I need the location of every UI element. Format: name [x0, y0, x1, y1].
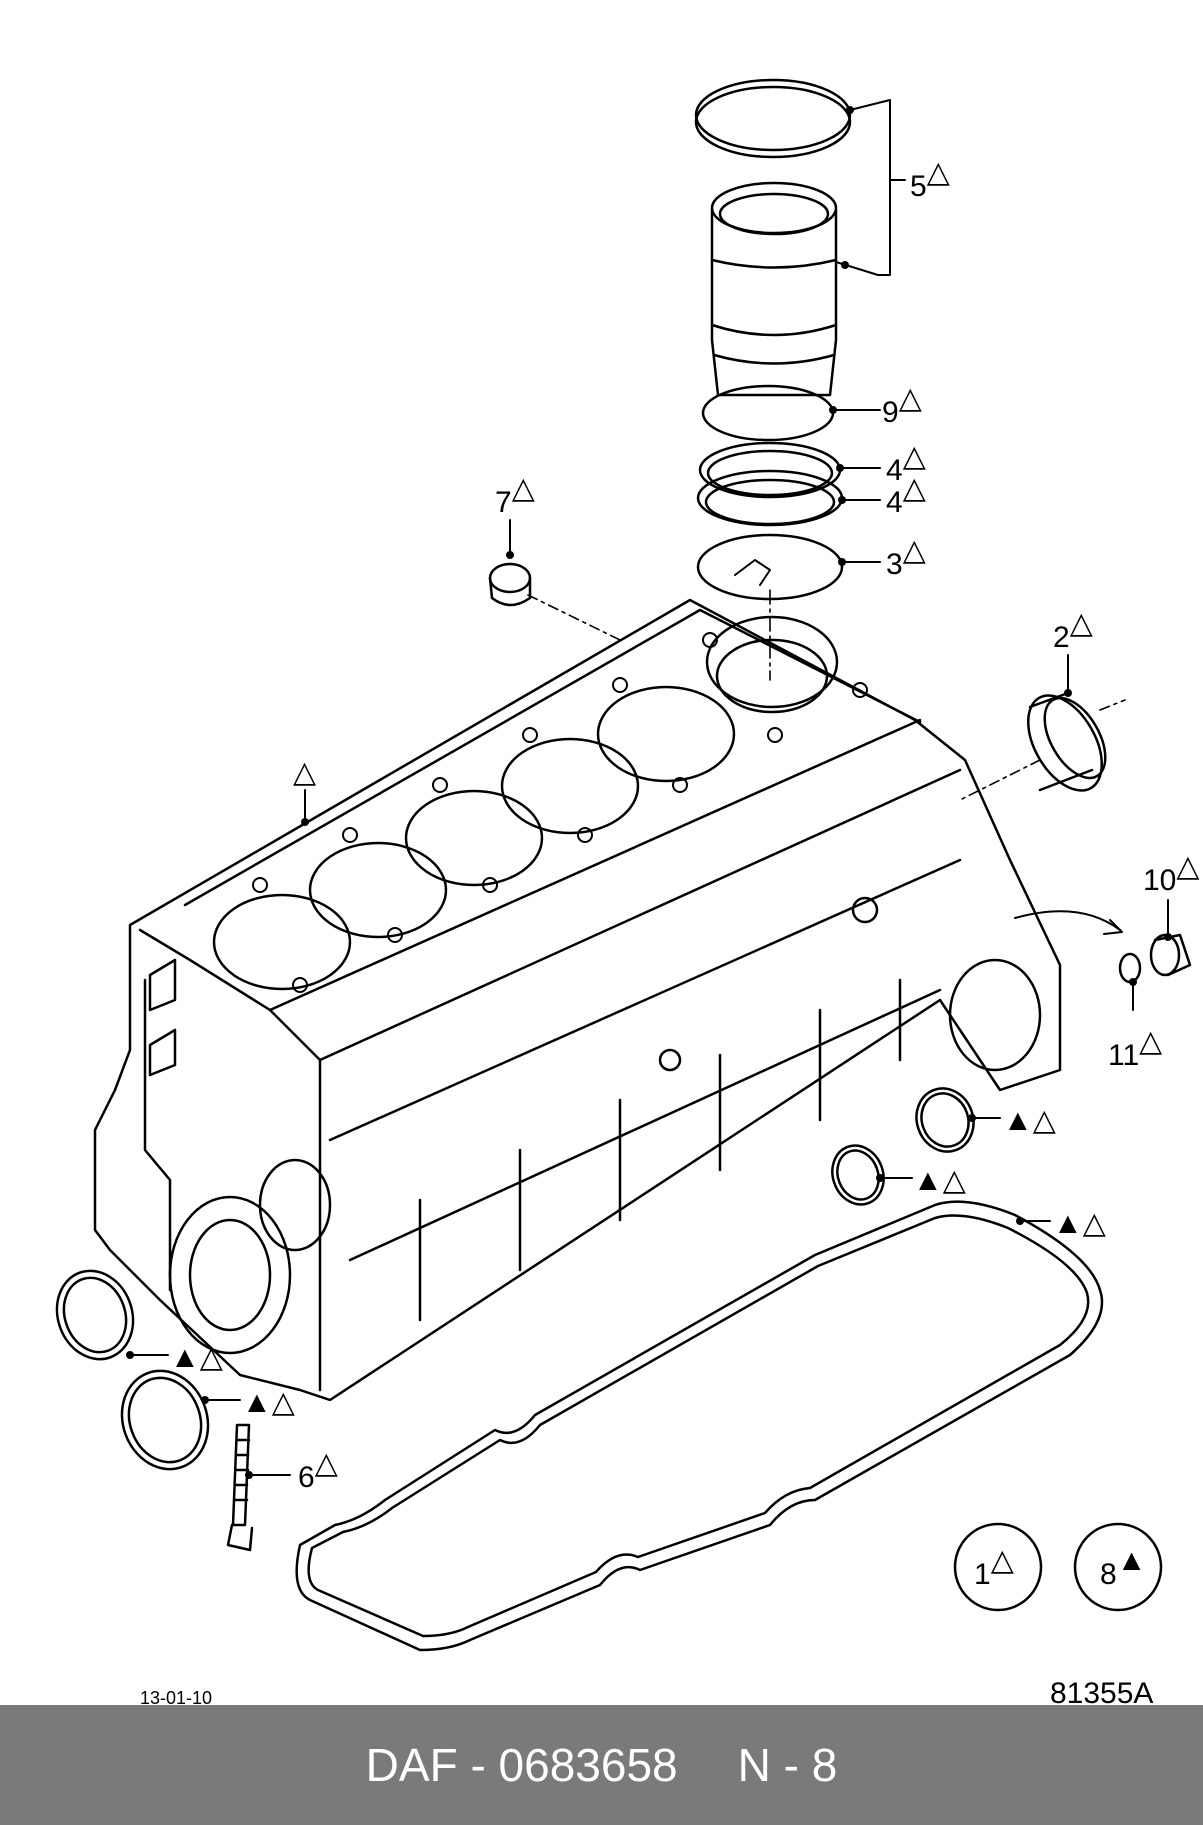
callout-6: 6△: [298, 1447, 338, 1494]
callout-4b: 4△: [886, 472, 926, 519]
core-plug: [488, 562, 621, 641]
footer-part-number: DAF - 0683658: [365, 1739, 678, 1791]
front-seal-ring-a: [55, 1269, 135, 1361]
callout-front-seal-b: ▲△: [242, 1386, 295, 1419]
engine-block-exploded-diagram: 5△ 9△ 4△ 4△ 3△ 7△ 2△ 10△ 11△ 6△ △ ▲△ ▲△ …: [55, 78, 1199, 1705]
footer-page-ref: N - 8: [737, 1739, 838, 1791]
callout-rear-o-ring-b: ▲△: [913, 1164, 966, 1197]
callout-rear-o-ring-a: ▲△: [1003, 1104, 1056, 1137]
rear-o-ring-a: [915, 1087, 975, 1153]
callout-sump-gasket: ▲△: [1053, 1207, 1106, 1240]
callout-5: 5△: [910, 156, 950, 203]
drawing-code: 81355A: [1050, 1677, 1153, 1705]
date-code: 13-01-10: [140, 1688, 212, 1705]
front-seal-ring-b: [120, 1369, 210, 1471]
callout-10: 10△: [1143, 850, 1199, 897]
callout-9: 9△: [882, 382, 922, 429]
callout-7: 7△: [495, 472, 535, 519]
oil-sump-gasket: [295, 1200, 1104, 1652]
sealing-washer: [1118, 952, 1142, 984]
callout-4a: 4△: [886, 440, 926, 487]
cylinder-liner: [694, 78, 852, 397]
footer-bar: DAF - 0683658 N - 8: [0, 1705, 1203, 1825]
callout-front-seal-a: ▲△: [170, 1341, 223, 1374]
callout-2: 2△: [1053, 607, 1093, 654]
callout-block: △: [293, 756, 316, 789]
drain-plug: [1149, 933, 1192, 977]
engine-block: [93, 598, 1062, 1402]
callout-11: 11△: [1108, 1025, 1162, 1072]
legend-1: 1△: [974, 1544, 1014, 1591]
legend-circle-8: [1073, 1522, 1163, 1612]
legend-circle-1: [953, 1522, 1043, 1612]
legend-8: 8▲: [1100, 1544, 1146, 1591]
rear-o-ring-b: [831, 1144, 885, 1206]
callout-3: 3△: [886, 534, 926, 581]
cylinder-head-bolt: [226, 1423, 254, 1552]
bearing-bush: [959, 691, 1126, 801]
